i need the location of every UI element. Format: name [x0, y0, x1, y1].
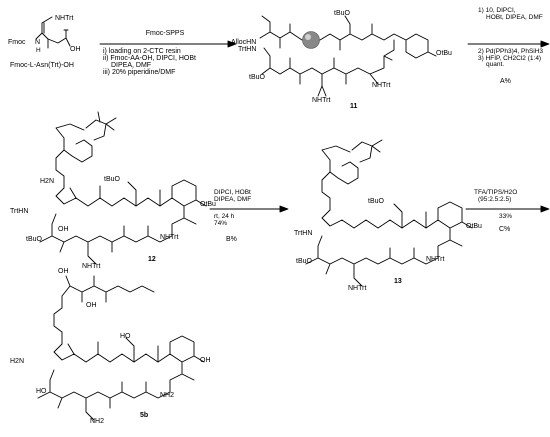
c11-alloc: AllocHN [231, 39, 257, 46]
c11-tbuo-bottom: tBuO [249, 74, 265, 81]
c5b-h2n: H2N [10, 358, 25, 365]
step-b-below-1: rt, 24 h [214, 213, 235, 220]
start-oh: OH [70, 46, 81, 53]
step-b-below: rt, 24 h 74% [214, 213, 235, 227]
step-a-line-4: 3) HFIP, CH2Cl2 (1:4) [478, 54, 542, 62]
arrow-step-a [467, 40, 550, 48]
c12-oh: OH [58, 226, 69, 233]
start-n: N [35, 39, 41, 46]
c12-trthn: TrtHN [10, 208, 29, 215]
step-c-above-1: TFA/TIPS/H2O [474, 189, 518, 196]
c12-h2n: H2N [40, 178, 55, 185]
start-fmoc: Fmoc [8, 39, 26, 46]
step-b-above: DIPCI, HOBt DIPEA, DMF [214, 189, 252, 203]
c5b-nh2-right: NH2 [160, 392, 175, 399]
step-b-below-2: 74% [214, 219, 228, 227]
step-b-above-1: DIPCI, HOBt [214, 189, 251, 196]
c13-tbuo-bottom: tBuO [296, 258, 312, 265]
structure-13 [305, 139, 473, 287]
c12-tbuo-top: tBuO [104, 176, 120, 183]
c13-nhtrt-bottom: NHTrt [348, 285, 367, 292]
step-c-above-2: (95:2.5:2.5) [478, 195, 512, 203]
c12-nhtrt-bottom: NHTrt [82, 263, 101, 270]
structure-11 [259, 15, 437, 97]
step-b-yield: B% [226, 236, 237, 243]
c5b-ho-top: HO [120, 333, 131, 340]
c5b-oh-b: OH [86, 302, 97, 309]
spps-title: Fmoc-SPPS [145, 30, 185, 37]
step-c-yield: C% [499, 226, 511, 233]
step-a-line-1: 1) 10, DIPCI, [478, 7, 516, 14]
c12-otbu: OtBu [200, 201, 216, 208]
arrow-spps [99, 40, 237, 48]
structure-5b [37, 275, 205, 421]
c11-nhtrt-bottom: NHTrt [312, 97, 331, 104]
step-c-above: TFA/TIPS/H2O (95:2.5:2.5) [474, 189, 518, 203]
c13-tbuo-top: tBuO [368, 198, 384, 205]
c12-tbuo-bottom: tBuO [26, 236, 42, 243]
structure-fmoc-asn [35, 16, 71, 49]
step-a-conditions: 1) 10, DIPCI, HOBt, DIPEA, DMF [478, 7, 543, 21]
step-c-below: 33% [499, 213, 513, 220]
c5b-number: 5b [140, 412, 149, 419]
c5b-ho-ser: HO [36, 388, 47, 395]
spps-step-3: DIPEA, DMF [111, 62, 152, 69]
c13-trthn: TrtHN [294, 230, 313, 237]
spps-step-4: iii) 20% piperidine/DMF [103, 69, 176, 76]
c11-tbuo-top: tBuO [334, 10, 350, 17]
spps-steps: i) loading on 2-CTC resin ii) Fmoc-AA-OH… [103, 48, 196, 76]
c5b-nh2-bottom: NH2 [90, 418, 105, 425]
spps-step-2: ii) Fmoc-AA-OH, DIPCI, HOBt [103, 55, 196, 62]
step-b-above-2: DIPEA, DMF [214, 195, 252, 203]
c11-nhtrt-right: NHTrt [372, 82, 391, 89]
c11-number: 11 [350, 103, 358, 110]
c11-trthn: TrtHN [238, 46, 257, 53]
c5b-oh-tyr: OH [200, 357, 211, 364]
arrow-step-b [209, 205, 289, 213]
start-h: H [36, 47, 41, 54]
c11-otbu: OtBu [436, 50, 452, 57]
c12-number: 12 [148, 256, 156, 263]
c13-number: 13 [394, 278, 402, 285]
step-a-yield: A% [500, 78, 511, 85]
c12-nhtrt-right: NHTrt [160, 234, 179, 241]
step-a-conditions-below: 2) Pd(PPh3)4, PhSiH3 3) HFIP, CH2Cl2 (1:… [478, 48, 544, 69]
step-a-line-2: HOBt, DIPEA, DMF [486, 13, 543, 21]
c13-otbu: OtBu [466, 223, 482, 230]
step-a-line-5: quant. [486, 61, 505, 68]
start-amide-nhtrt: NHTrt [55, 15, 74, 22]
c13-nhtrt-right: NHTrt [426, 256, 445, 263]
step-a-line-3: 2) Pd(PPh3)4, PhSiH3 [478, 48, 544, 55]
c5b-oh-a: OH [58, 268, 69, 275]
arrow-step-c [465, 205, 550, 213]
structure-12 [39, 111, 207, 265]
spps-step-1: i) loading on 2-CTC resin [103, 48, 181, 55]
start-name: Fmoc-L-Asn(Trt)-OH [10, 62, 74, 69]
